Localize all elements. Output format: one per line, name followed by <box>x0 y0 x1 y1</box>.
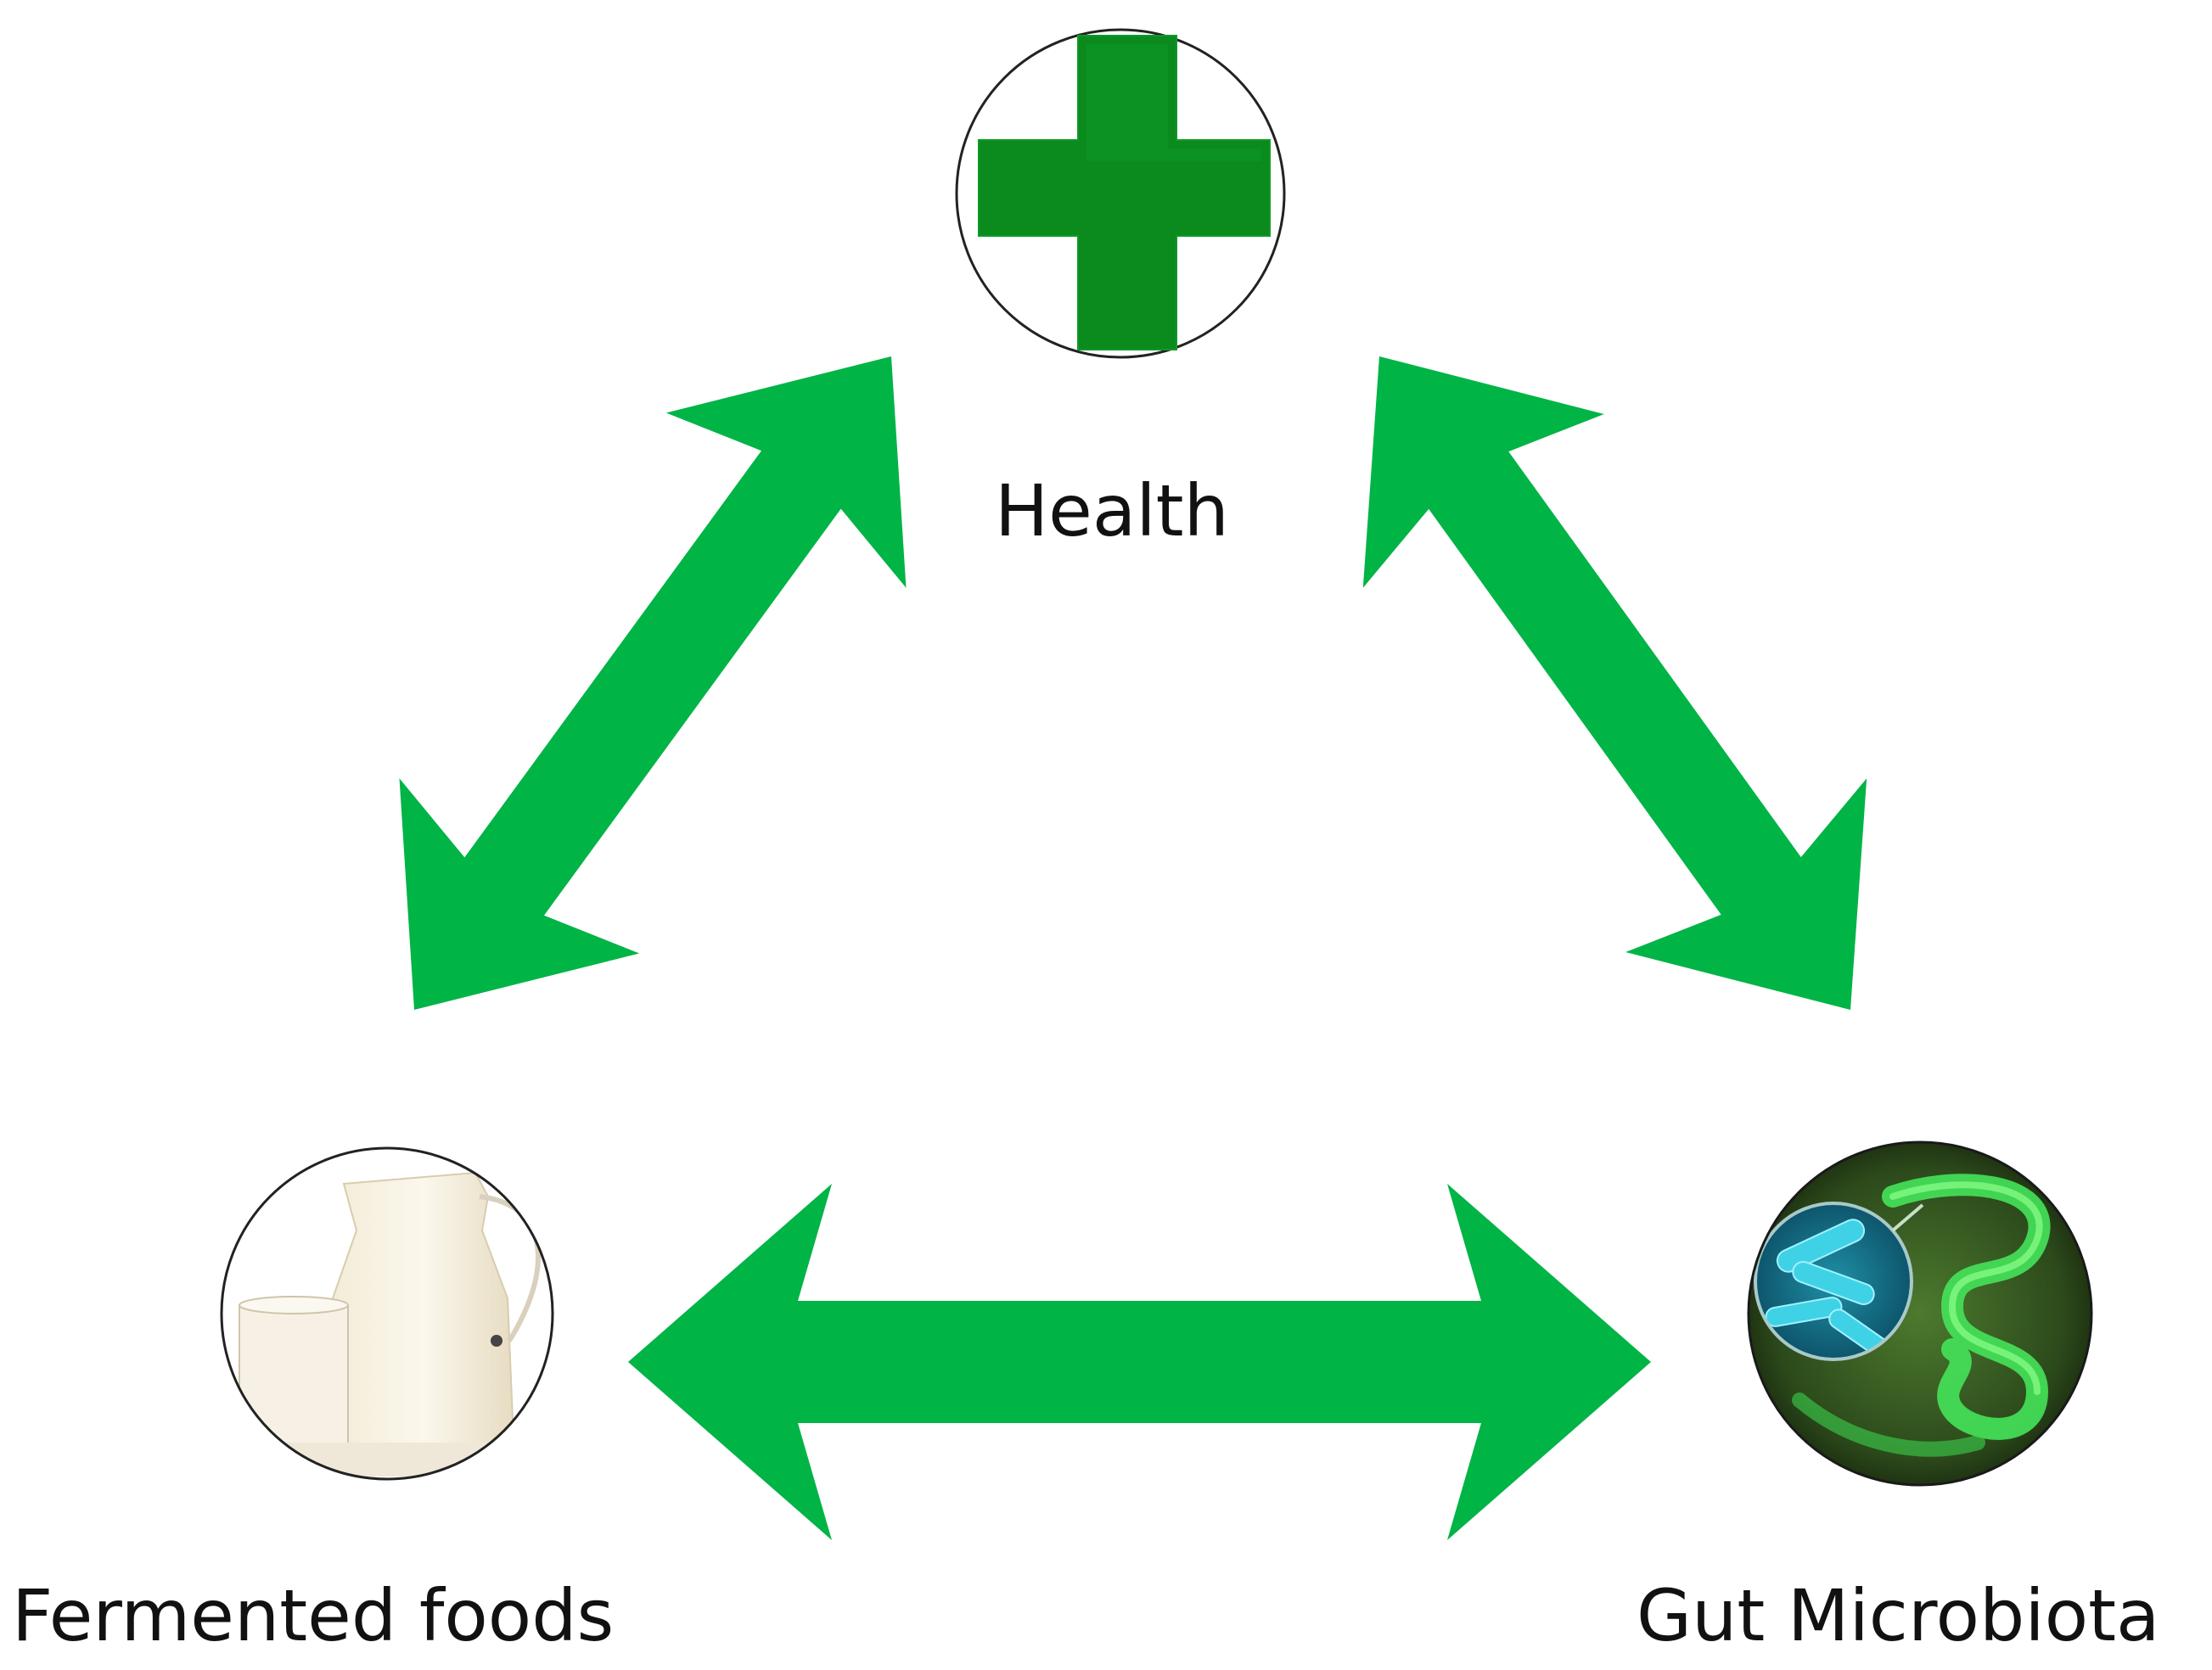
arrow-health-gut <box>1362 356 1867 1010</box>
health-label: Health <box>995 469 1229 552</box>
gut-bacteria-icon <box>1747 1140 2093 1487</box>
arrow-fermented-gut <box>628 1184 1651 1540</box>
milk-jug-and-glass-icon <box>220 1146 554 1481</box>
fermented-foods-label: Fermented foods <box>12 1574 615 1657</box>
arrows <box>399 356 1867 1540</box>
arrow-fermented-health <box>399 356 907 1010</box>
gut-microbiota-label: Gut Microbiota <box>1637 1574 2160 1657</box>
health-cross-icon <box>955 28 1286 359</box>
